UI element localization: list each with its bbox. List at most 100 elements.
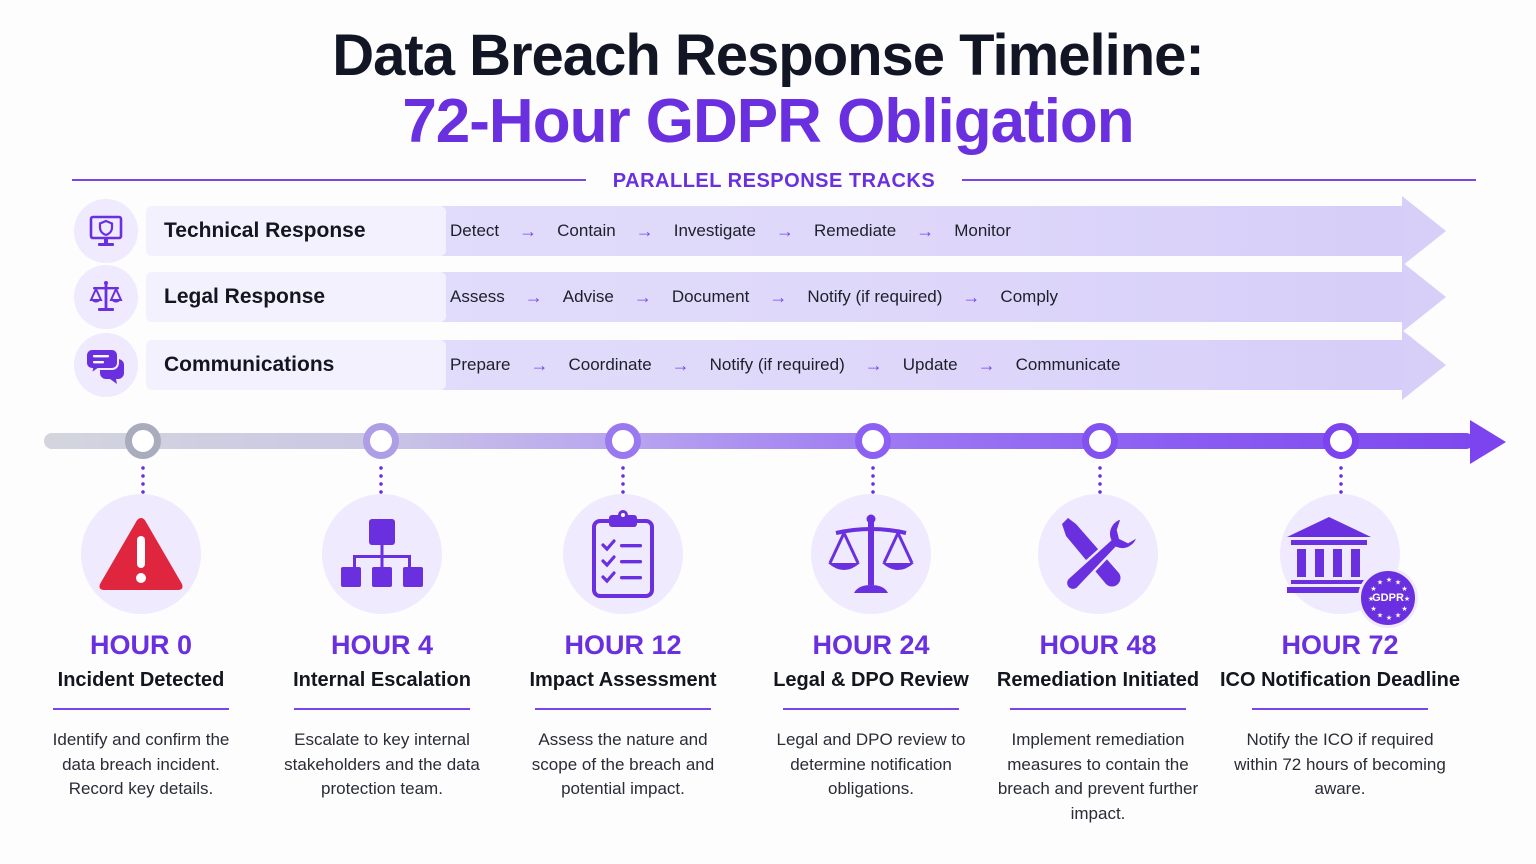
track-steps: Assess → Advise → Document → Notify (if …	[450, 272, 1058, 322]
icon-circle	[1038, 494, 1158, 614]
milestone-hour: HOUR 4	[330, 630, 433, 660]
milestone-hour: HOUR 0	[89, 630, 192, 660]
svg-text:★: ★	[1401, 585, 1407, 593]
timeline-node-hour-48	[1082, 423, 1118, 459]
arrow-right-icon: →	[769, 286, 788, 307]
timeline-arrowhead-icon	[1470, 420, 1506, 464]
timeline-node-hour-12	[605, 423, 641, 459]
svg-text:★: ★	[1377, 612, 1383, 620]
connector-dots	[141, 464, 145, 494]
arrow-right-icon: →	[962, 286, 981, 307]
track-band	[402, 340, 1404, 390]
milestone-title: ICO Notification Deadline	[1220, 669, 1461, 691]
svg-text:★: ★	[1404, 595, 1410, 603]
timeline-node-hour-72	[1323, 423, 1359, 459]
connector-dots	[871, 464, 875, 494]
svg-text:★: ★	[1395, 612, 1401, 620]
section-header-parallel-tracks: PARALLEL RESPONSE TRACKS	[72, 168, 1476, 192]
icon-circle	[322, 494, 442, 614]
milestone-description: Assess the nature and scope of the breac…	[531, 730, 715, 798]
track-step: Communicate	[1015, 355, 1121, 374]
milestone-hour: HOUR 12	[564, 630, 682, 660]
icon-circle	[81, 494, 201, 614]
timeline-bar	[44, 433, 1474, 449]
chat-bubbles-icon	[74, 333, 138, 397]
page-subtitle: 72-Hour GDPR Obligation	[402, 87, 1134, 156]
scales-icon	[828, 514, 914, 593]
arrow-right-icon: →	[635, 220, 654, 241]
arrow-right-icon: →	[633, 286, 652, 307]
timeline-node-hour-24	[855, 423, 891, 459]
arrow-right-icon: →	[977, 354, 996, 375]
milestone-hour-72: ★★★★★★ ★★★★★★ GDPR HOUR 72 ICO Notificat…	[1220, 494, 1460, 802]
arrow-right-icon: →	[530, 354, 549, 375]
connector-dots	[1098, 464, 1102, 494]
svg-text:★: ★	[1377, 579, 1383, 587]
milestone-description: Identify and confirm the data breach inc…	[52, 730, 230, 798]
track-name: Communications	[146, 340, 446, 390]
connector-dots	[1339, 464, 1343, 494]
track-name: Technical Response	[146, 206, 446, 256]
eu-stars-icon: ★★★★★★ ★★★★★★	[1368, 576, 1410, 622]
milestone-description: Legal and DPO review to determine notifi…	[776, 730, 966, 798]
track-band	[402, 206, 1404, 256]
svg-text:★: ★	[1368, 595, 1374, 603]
gdpr-badge-label: GDPR	[1372, 592, 1404, 604]
section-label: PARALLEL RESPONSE TRACKS	[612, 170, 936, 192]
milestone-divider	[53, 708, 229, 710]
milestone-hour-24: HOUR 24 Legal & DPO Review Legal and DPO…	[751, 494, 991, 802]
milestone-hour-0: HOUR 0 Incident Detected Identify and co…	[21, 494, 261, 802]
track-communications: Communications Prepare → Coordinate → No…	[74, 330, 1478, 400]
track-step: Document	[671, 287, 750, 306]
track-arrowhead	[1402, 196, 1446, 266]
track-arrowhead	[1402, 262, 1446, 332]
milestone-description: Implement remediation measures to contai…	[997, 730, 1199, 823]
warning-triangle-icon	[99, 518, 183, 590]
milestone-description: Notify the ICO if required within 72 hou…	[1234, 730, 1446, 798]
icon-circle: ★★★★★★ ★★★★★★ GDPR	[1280, 494, 1418, 628]
track-band	[402, 272, 1404, 322]
track-step: Detect	[450, 221, 500, 240]
milestone-divider	[535, 708, 711, 710]
org-chart-icon	[341, 519, 423, 587]
milestone-title: Internal Escalation	[293, 669, 471, 691]
svg-text:★: ★	[1395, 579, 1401, 587]
milestone-divider	[294, 708, 470, 710]
wrench-screwdriver-icon	[1062, 516, 1140, 592]
svg-text:★: ★	[1370, 605, 1376, 613]
track-step: Update	[902, 355, 958, 374]
track-step: Prepare	[450, 355, 511, 374]
icon-circle	[563, 494, 683, 614]
arrow-right-icon: →	[671, 354, 690, 375]
milestone-divider	[1010, 708, 1186, 710]
track-step: Notify (if required)	[709, 355, 845, 374]
arrow-right-icon: →	[864, 354, 883, 375]
svg-text:★: ★	[1386, 614, 1392, 622]
icon-circle	[811, 494, 931, 614]
track-step: Notify (if required)	[807, 287, 943, 306]
svg-text:★: ★	[1370, 585, 1376, 593]
track-technical: Technical Response Detect → Contain → In…	[74, 196, 1478, 266]
connector-dots	[379, 464, 383, 494]
milestone-description: Escalate to key internal stakeholders an…	[284, 730, 480, 798]
timeline-node-hour-4	[363, 423, 399, 459]
scales-icon	[74, 265, 138, 329]
milestone-hour-4: HOUR 4 Internal Escalation Escalate to k…	[262, 494, 502, 802]
svg-text:★: ★	[1386, 576, 1392, 584]
milestone-hour-12: HOUR 12 Impact Assessment Assess the nat…	[503, 494, 743, 802]
track-step: Comply	[1000, 287, 1059, 306]
track-step: Remediate	[813, 221, 897, 240]
milestone-title: Incident Detected	[57, 669, 225, 691]
arrow-right-icon: →	[524, 286, 543, 307]
track-name: Legal Response	[146, 272, 446, 322]
track-step: Monitor	[954, 221, 1011, 240]
track-legal: Legal Response Assess → Advise → Documen…	[74, 262, 1478, 332]
track-steps: Detect → Contain → Investigate → Remedia…	[450, 206, 1011, 256]
divider-right	[962, 179, 1476, 181]
track-step: Coordinate	[568, 355, 652, 374]
milestone-title: Remediation Initiated	[996, 669, 1200, 691]
milestone-divider	[1252, 708, 1428, 710]
clipboard-checklist-icon	[592, 510, 654, 598]
timeline-node-hour-0	[125, 423, 161, 459]
government-building-icon	[1287, 517, 1371, 593]
